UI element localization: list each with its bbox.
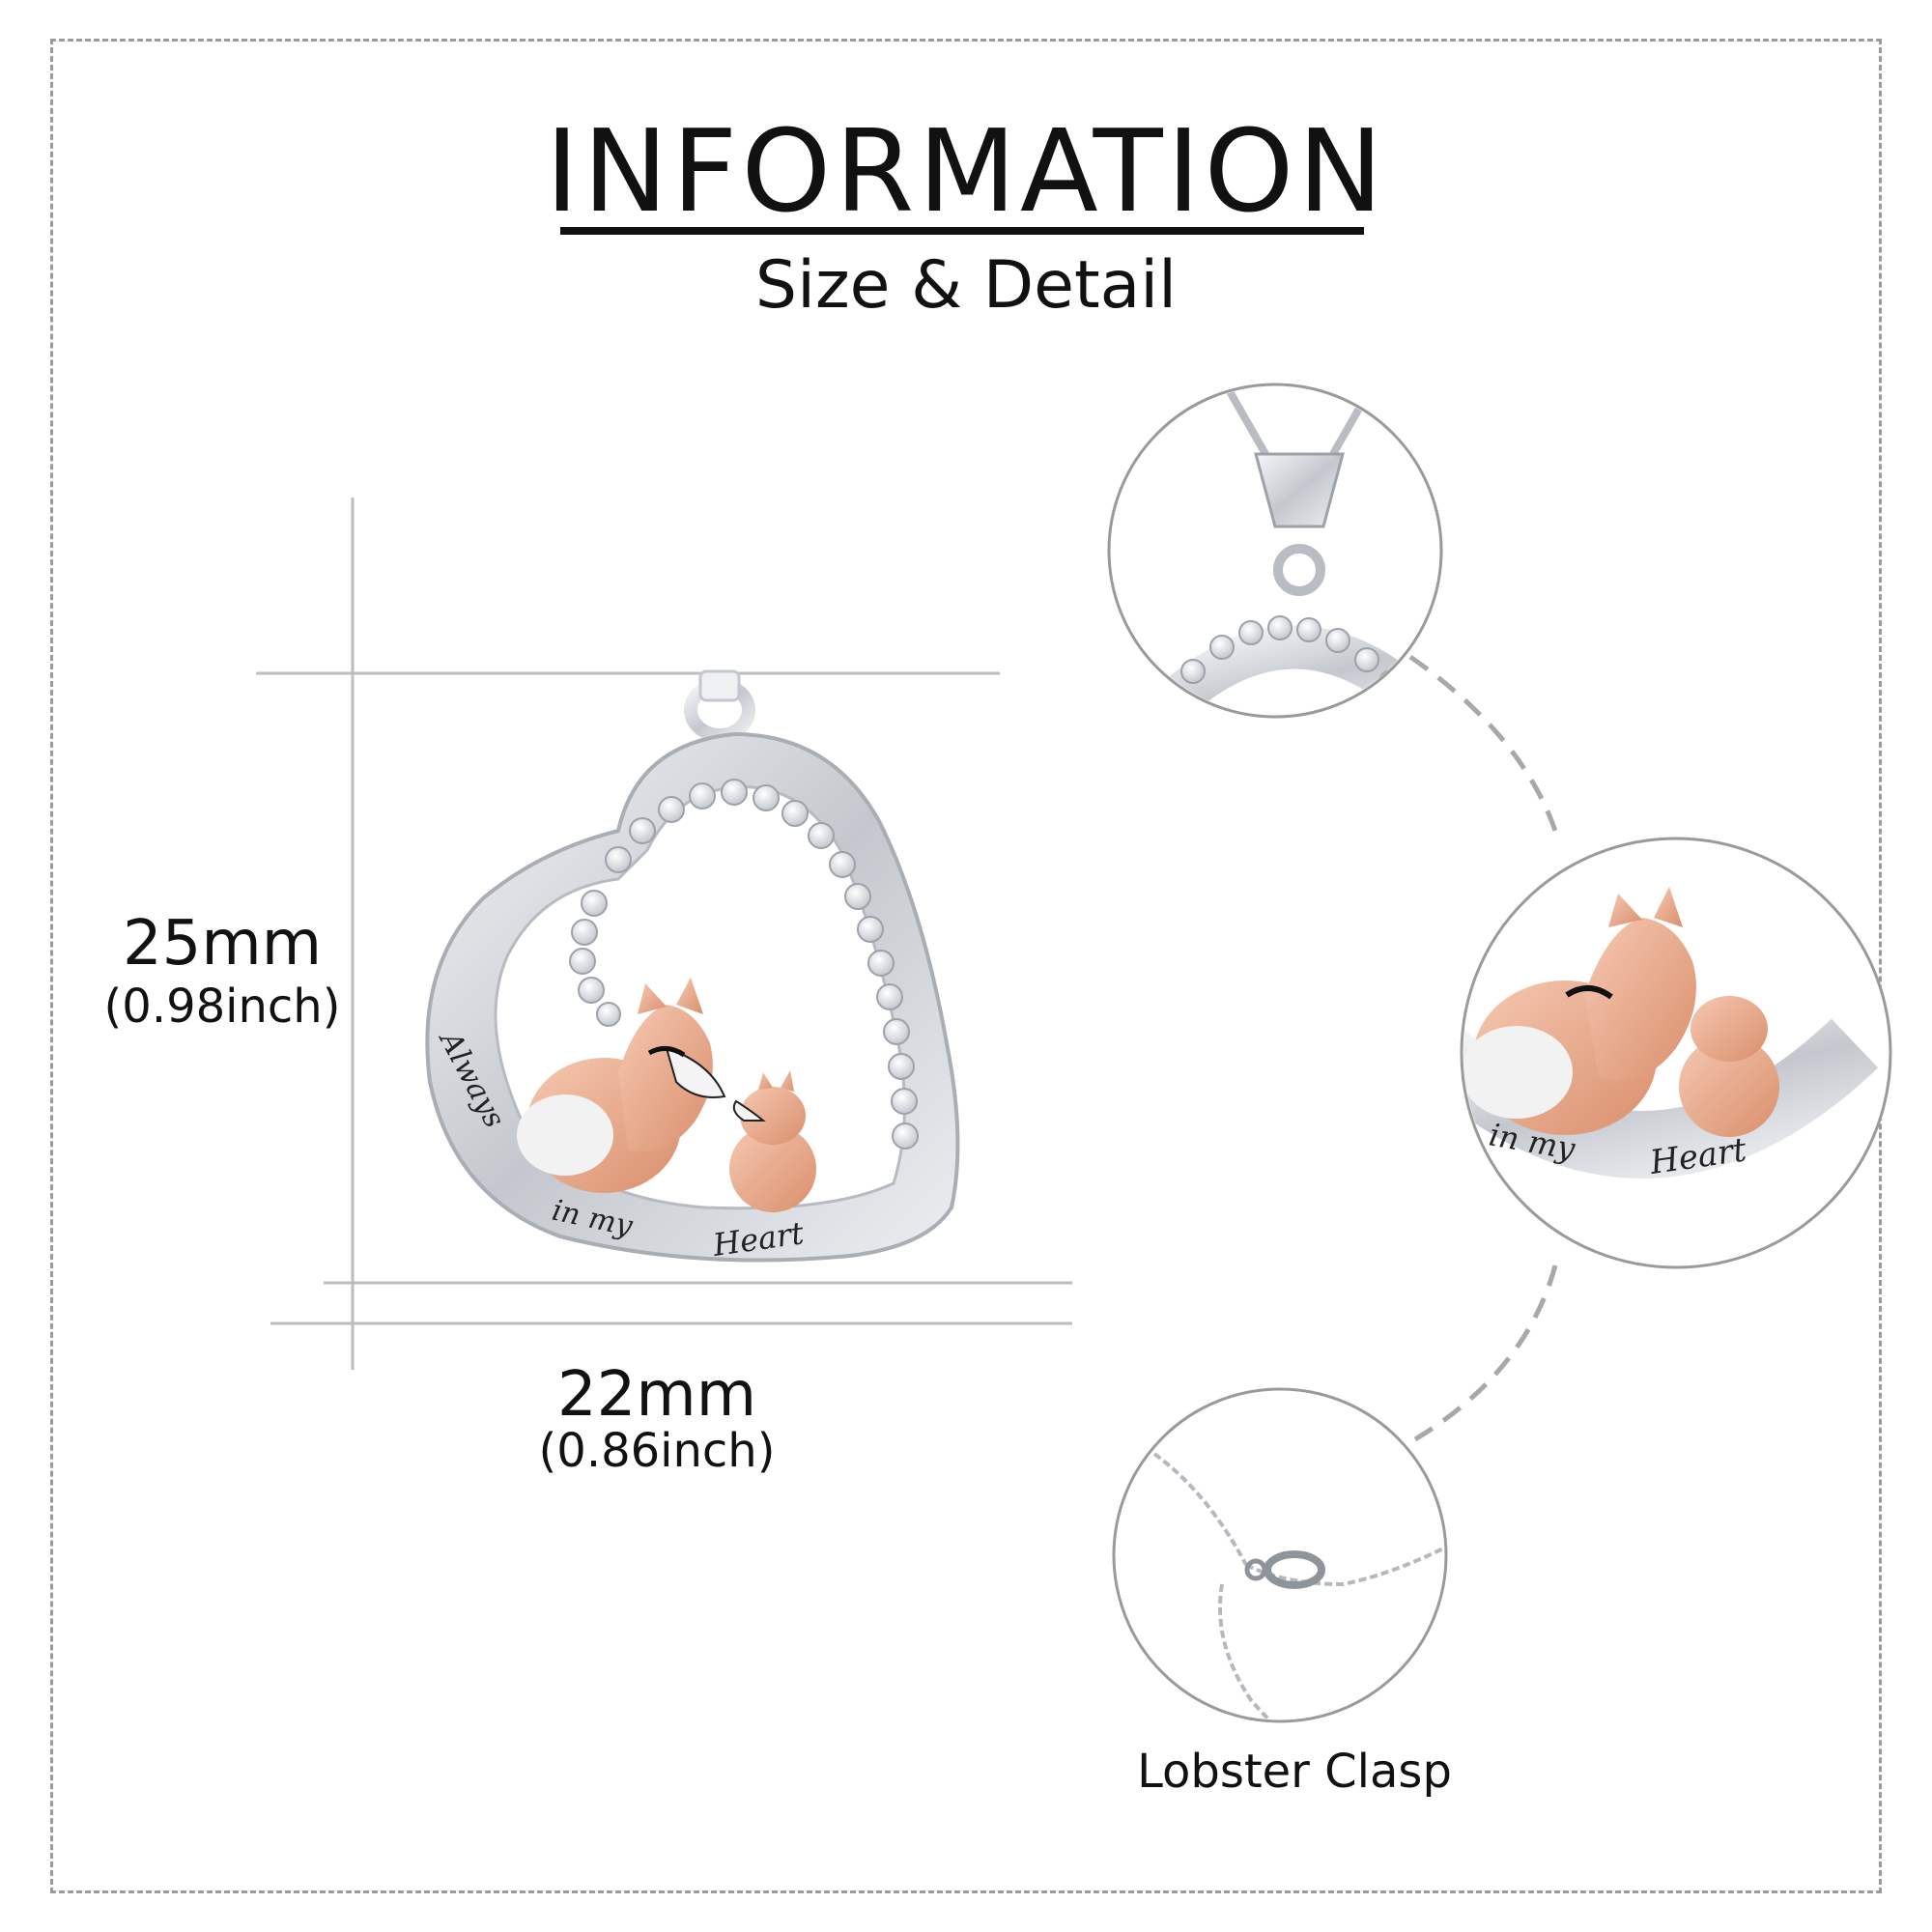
lobster-clasp-icon — [1264, 1550, 1325, 1589]
baby-fox-charm — [729, 1070, 816, 1212]
title-underline — [560, 227, 1364, 235]
detail-circle-clasp — [1112, 1387, 1448, 1723]
bail-top — [698, 669, 741, 702]
mother-fox-charm — [517, 978, 726, 1193]
pave-stones — [569, 779, 919, 1150]
detail-circle-foxes: in my Heart — [1460, 837, 1892, 1269]
detail-circle-bail — [1107, 383, 1443, 719]
dashed-frame — [50, 39, 1882, 1893]
height-inch-label: (0.98inch) — [103, 980, 341, 1034]
connector-top — [1408, 654, 1558, 832]
connector-bottom — [1413, 1264, 1558, 1442]
page-title: INFORMATION — [545, 104, 1387, 238]
heart-pendant: Always in my Heart — [425, 669, 960, 1264]
width-mm-label: 22mm — [556, 1359, 757, 1431]
detail-connectors — [1408, 654, 1558, 1442]
measurement-guides — [256, 497, 1072, 1370]
width-inch-label: (0.86inch) — [538, 1424, 776, 1478]
clasp-caption: Lobster Clasp — [1137, 1745, 1452, 1799]
height-mm-label: 25mm — [122, 908, 323, 980]
page-subtitle: Size & Detail — [754, 247, 1178, 324]
